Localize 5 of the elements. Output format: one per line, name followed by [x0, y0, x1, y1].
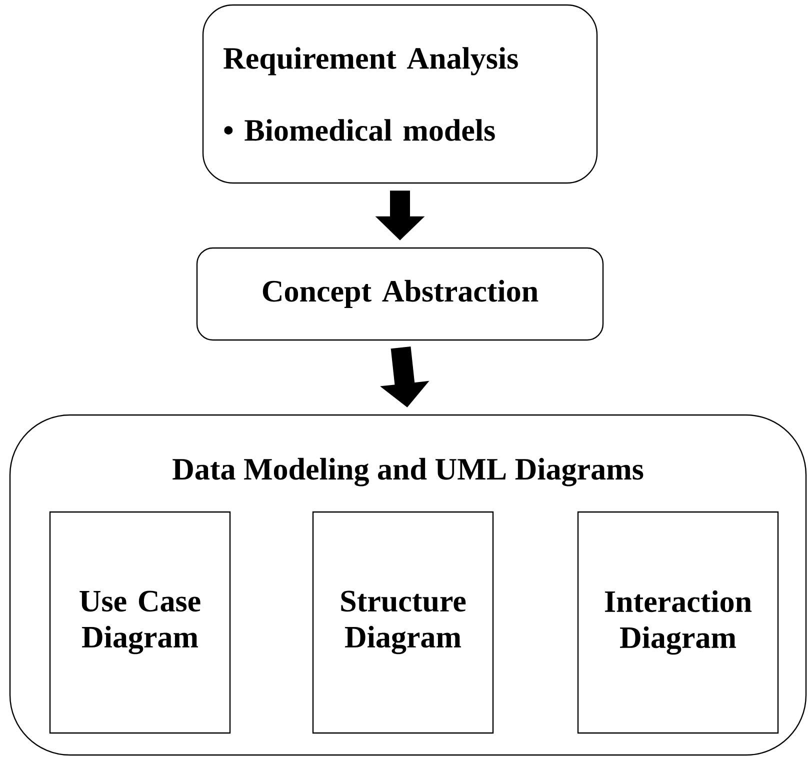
diagram-box: Use Case Diagram — [49, 511, 231, 734]
process-box: Concept Abstraction — [196, 247, 604, 341]
diagram-box: Structure Diagram — [312, 511, 494, 734]
diagram-box: Interaction Diagram — [577, 511, 779, 734]
process-box: Requirement Analysis • Biomedical models — [202, 4, 598, 184]
